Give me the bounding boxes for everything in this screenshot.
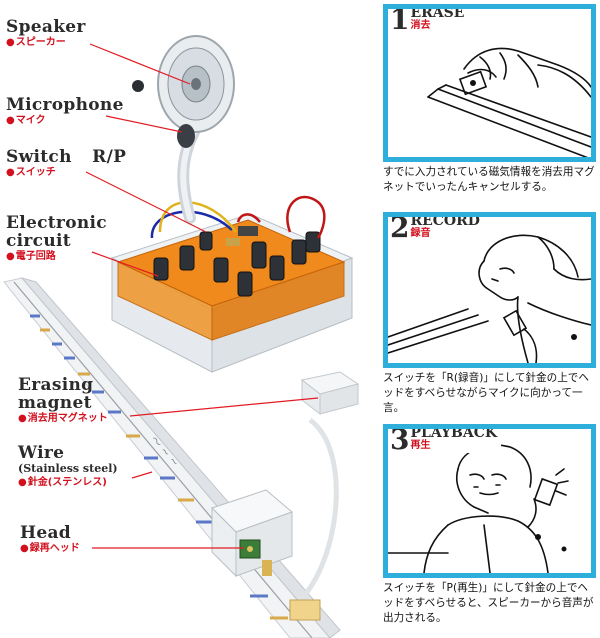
- step-record-description: スイッチを「R(録音)」にして針金の上でヘッドをすべらせながらマイクに向かって一…: [383, 372, 589, 414]
- label-magnet-en-line1: Erasing: [18, 375, 94, 395]
- step-record-badge: 2 RECORD 録音: [388, 212, 484, 244]
- label-wire-sub: (Stainless steel): [18, 462, 118, 475]
- step-record-title: RECORD: [410, 213, 480, 229]
- step-record-panel: 2 RECORD 録音: [383, 212, 596, 368]
- label-head: Head 録再ヘッド: [20, 524, 80, 556]
- label-magnet-jp: 消去用マグネット: [18, 412, 108, 426]
- step-playback-badge: 3 PLAYBACK 再生: [388, 424, 502, 456]
- step-erase-title-jp: 消去: [410, 20, 431, 31]
- label-microphone-jp: マイク: [6, 114, 124, 128]
- label-speaker: Speaker スピーカー: [6, 18, 86, 50]
- label-switch-jp: スイッチ: [6, 166, 126, 180]
- product-illustration: 〜 ~ ~ Speaker スピーカー Microphone マイク Switc…: [0, 0, 372, 638]
- label-speaker-jp: スピーカー: [6, 36, 86, 50]
- step-playback-title-jp: 再生: [410, 440, 431, 451]
- label-wire-jp: 針金(ステンレス): [18, 476, 118, 490]
- erasing-magnet: [300, 371, 360, 416]
- label-microphone-en: Microphone: [6, 95, 124, 115]
- step-erase-panel: 1 ERASE 消去: [383, 4, 596, 162]
- recording-head: [211, 489, 321, 621]
- label-circuit: Electronic circuit 電子回路: [6, 214, 107, 264]
- label-magnet: Erasing magnet 消去用マグネット: [18, 376, 108, 426]
- label-wire-en: Wire: [18, 443, 65, 463]
- step-record-number: 2: [390, 212, 410, 244]
- label-circuit-en-line1: Electronic: [6, 213, 107, 233]
- step-playback: 3 PLAYBACK 再生: [383, 424, 596, 626]
- label-circuit-jp: 電子回路: [6, 250, 107, 264]
- label-wire: Wire (Stainless steel) 針金(ステンレス): [18, 444, 118, 490]
- step-record: 2 RECORD 録音: [383, 212, 596, 416]
- step-erase-number: 1: [390, 4, 410, 36]
- label-circuit-en-line2: circuit: [6, 231, 71, 251]
- playback-illustration: [388, 444, 569, 573]
- step-erase-title: ERASE: [410, 5, 465, 21]
- label-head-en: Head: [20, 523, 71, 543]
- step-playback-number: 3: [390, 424, 410, 456]
- step-playback-title: PLAYBACK: [410, 425, 498, 441]
- step-playback-description: スイッチを「P(再生)」にして針金の上でヘッドをすべらせると、スピーカーから音声…: [383, 582, 594, 624]
- circuit-board: [116, 219, 346, 341]
- speaker-assembly: [132, 35, 235, 224]
- head-cable: [298, 417, 339, 602]
- wire-recorder-photo: 〜 ~ ~: [3, 35, 360, 638]
- erase-illustration: [427, 47, 591, 157]
- label-switch: Switch R/P スイッチ: [6, 148, 126, 180]
- step-erase: 1 ERASE 消去 すでに入力されている磁気情報を消去用マ: [383, 4, 596, 195]
- label-head-jp: 録再ヘッド: [20, 542, 80, 556]
- step-erase-badge: 1 ERASE 消去: [388, 4, 469, 36]
- step-erase-description: すでに入力されている磁気情報を消去用マグネットでいったんキャンセルする。: [383, 166, 595, 193]
- label-speaker-en: Speaker: [6, 17, 86, 37]
- label-switch-en: Switch R/P: [6, 147, 127, 167]
- step-playback-panel: 3 PLAYBACK 再生: [383, 424, 596, 578]
- label-microphone: Microphone マイク: [6, 96, 124, 128]
- step-record-title-jp: 録音: [410, 228, 431, 239]
- label-magnet-en-line2: magnet: [18, 393, 92, 413]
- record-illustration: [388, 234, 591, 363]
